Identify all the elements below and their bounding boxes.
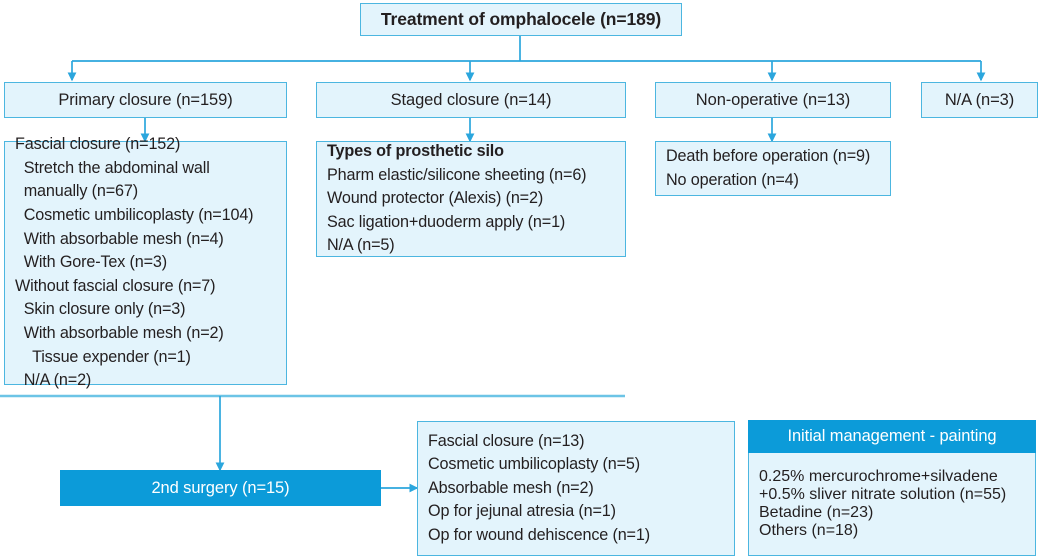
node-second-surgery-label: 2nd surgery (n=15) (151, 478, 290, 497)
panel-initial-management: Initial management - painting 0.25% merc… (748, 420, 1036, 556)
root-node: Treatment of omphalocele (n=189) (360, 3, 682, 36)
list-item: Without fascial closure (n=7) (15, 276, 216, 295)
list-item: Stretch the abdominal wall (15, 158, 210, 177)
list-item: 0.25% mercurochrome+silvadene (759, 468, 998, 485)
node-staged-closure: Staged closure (n=14) (316, 82, 626, 118)
list-item: Fascial closure (n=152) (15, 135, 181, 154)
list-item: Fascial closure (n=13) (428, 431, 585, 450)
list-item: With absorbable mesh (n=4) (15, 229, 224, 248)
detail-staged-closure: Types of prosthetic silo Pharm elastic/s… (316, 141, 626, 257)
list-item: No operation (n=4) (666, 170, 799, 189)
list-item: Others (n=18) (759, 522, 859, 539)
node-non-operative: Non-operative (n=13) (655, 82, 891, 118)
list-item: Betadine (n=23) (759, 504, 874, 521)
list-item: N/A (n=5) (327, 236, 395, 255)
list-item: Skin closure only (n=3) (15, 300, 186, 319)
root-node-label: Treatment of omphalocele (n=189) (380, 9, 662, 29)
list-item: Sac ligation+duoderm apply (n=1) (327, 212, 566, 231)
node-na: N/A (n=3) (921, 82, 1038, 118)
list-item: Wound protector (Alexis) (n=2) (327, 189, 544, 208)
list-item: With Gore-Tex (n=3) (15, 253, 168, 272)
list-item: Pharm elastic/silicone sheeting (n=6) (327, 165, 587, 184)
list-item: Op for wound dehiscence (n=1) (428, 525, 650, 544)
list-item: Death before operation (n=9) (666, 146, 871, 165)
list-item: N/A (n=2) (15, 371, 92, 390)
list-item: +0.5% sliver nitrate solution (n=55) (759, 486, 1007, 503)
list-item: Cosmetic umbilicoplasty (n=104) (15, 206, 254, 225)
panel-initial-management-body: 0.25% mercurochrome+silvadene +0.5% sliv… (748, 453, 1036, 556)
node-second-surgery: 2nd surgery (n=15) (60, 470, 381, 506)
node-non-operative-label: Non-operative (n=13) (695, 90, 851, 109)
list-item: With absorbable mesh (n=2) (15, 323, 224, 342)
detail-staged-closure-list: Types of prosthetic silo Pharm elastic/s… (317, 140, 625, 258)
node-na-label: N/A (n=3) (944, 90, 1015, 109)
panel-initial-management-header: Initial management - painting (748, 420, 1036, 453)
node-primary-closure-label: Primary closure (n=159) (58, 90, 233, 109)
detail-non-operative: Death before operation (n=9) No operatio… (655, 141, 891, 196)
list-item: Cosmetic umbilicoplasty (n=5) (428, 455, 641, 474)
node-primary-closure: Primary closure (n=159) (4, 82, 287, 118)
detail-primary-closure: Fascial closure (n=152) Stretch the abdo… (4, 135, 287, 389)
node-staged-closure-label: Staged closure (n=14) (390, 90, 552, 109)
list-item: manually (n=67) (15, 182, 138, 201)
list-item: Op for jejunal atresia (n=1) (428, 502, 616, 521)
detail-second-surgery: Fascial closure (n=13) Cosmetic umbilico… (417, 421, 735, 556)
detail-primary-closure-list: Fascial closure (n=152) Stretch the abdo… (5, 133, 286, 393)
list-item: Tissue expender (n=1) (15, 347, 191, 366)
detail-second-surgery-list: Fascial closure (n=13) Cosmetic umbilico… (418, 430, 734, 548)
list-item-heading: Types of prosthetic silo (327, 142, 504, 161)
detail-non-operative-list: Death before operation (n=9) No operatio… (656, 145, 890, 192)
list-item: Absorbable mesh (n=2) (428, 478, 594, 497)
